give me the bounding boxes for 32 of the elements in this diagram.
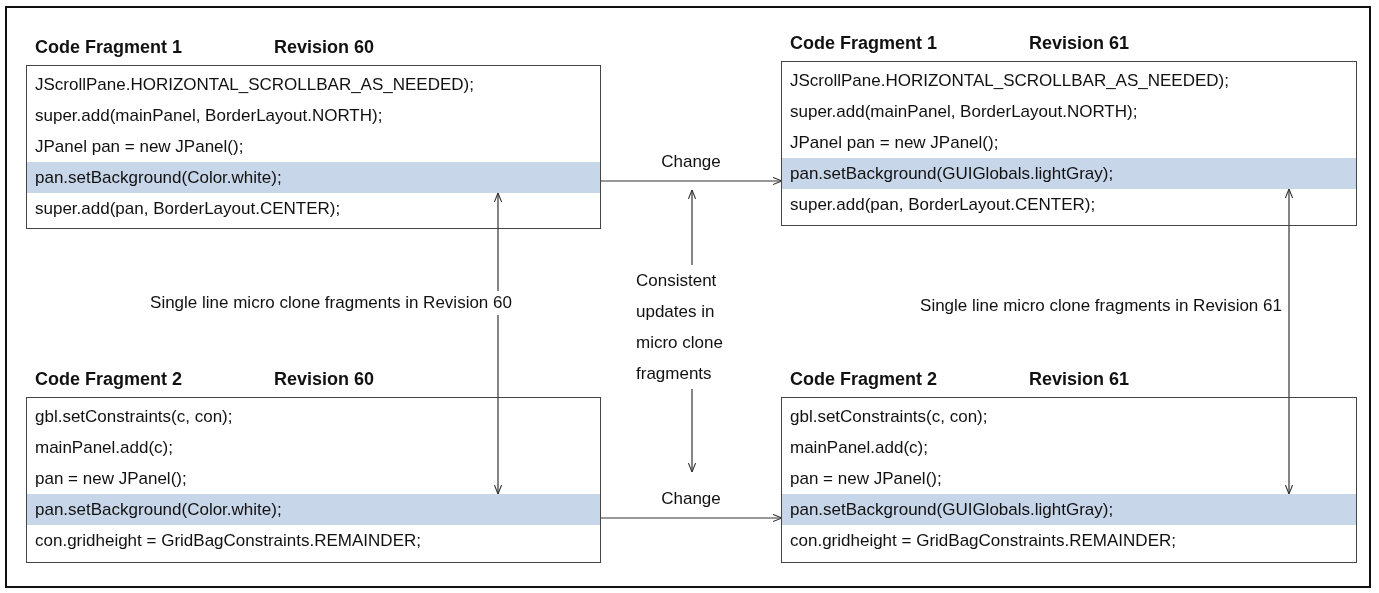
arrow (599, 176, 783, 186)
fragment-title: Code Fragment 2 (35, 368, 183, 391)
arrow (687, 388, 697, 473)
code-line: mainPanel.add(c); (27, 432, 600, 463)
code-line: JScrollPane.HORIZONTAL_SCROLLBAR_AS_NEEDED); (782, 65, 1356, 96)
code-line: pan = new JPanel(); (782, 463, 1356, 494)
revision-label: Revision 60 (274, 368, 375, 391)
code-line: super.add(pan, BorderLayout.CENTER); (27, 193, 600, 224)
code-line: JPanel pan = new JPanel(); (27, 131, 600, 162)
fragment-title: Code Fragment 2 (790, 368, 938, 391)
edge-label: Single line micro clone fragments in Revision 60 (147, 291, 515, 315)
fragment-title: Code Fragment 1 (35, 36, 183, 59)
code-line: JPanel pan = new JPanel(); (782, 127, 1356, 158)
code-line: JScrollPane.HORIZONTAL_SCROLLBAR_AS_NEEDED); (27, 69, 600, 100)
fragment-title: Code Fragment 1 (790, 32, 938, 55)
annotation-text: Consistent updates in micro clone fragments (636, 265, 748, 389)
code-line: con.gridheight = GridBagConstraints.REMAINDER; (27, 525, 600, 556)
code-line: mainPanel.add(c); (782, 432, 1356, 463)
arrow (687, 189, 697, 266)
code-line: super.add(mainPanel, BorderLayout.NORTH); (27, 100, 600, 131)
code-line: pan = new JPanel(); (27, 463, 600, 494)
code-line: con.gridheight = GridBagConstraints.REMAINDER; (782, 525, 1356, 556)
code-line: super.add(mainPanel, BorderLayout.NORTH); (782, 96, 1356, 127)
arrow (1284, 188, 1294, 495)
code-line: gbl.setConstraints(c, con); (27, 401, 600, 432)
revision-label: Revision 61 (1029, 32, 1130, 55)
revision-label: Revision 60 (274, 36, 375, 59)
revision-label: Revision 61 (1029, 368, 1130, 391)
arrow (599, 513, 783, 523)
code-line: super.add(pan, BorderLayout.CENTER); (782, 189, 1356, 220)
code-line: gbl.setConstraints(c, con); (782, 401, 1356, 432)
arrow (493, 192, 503, 495)
